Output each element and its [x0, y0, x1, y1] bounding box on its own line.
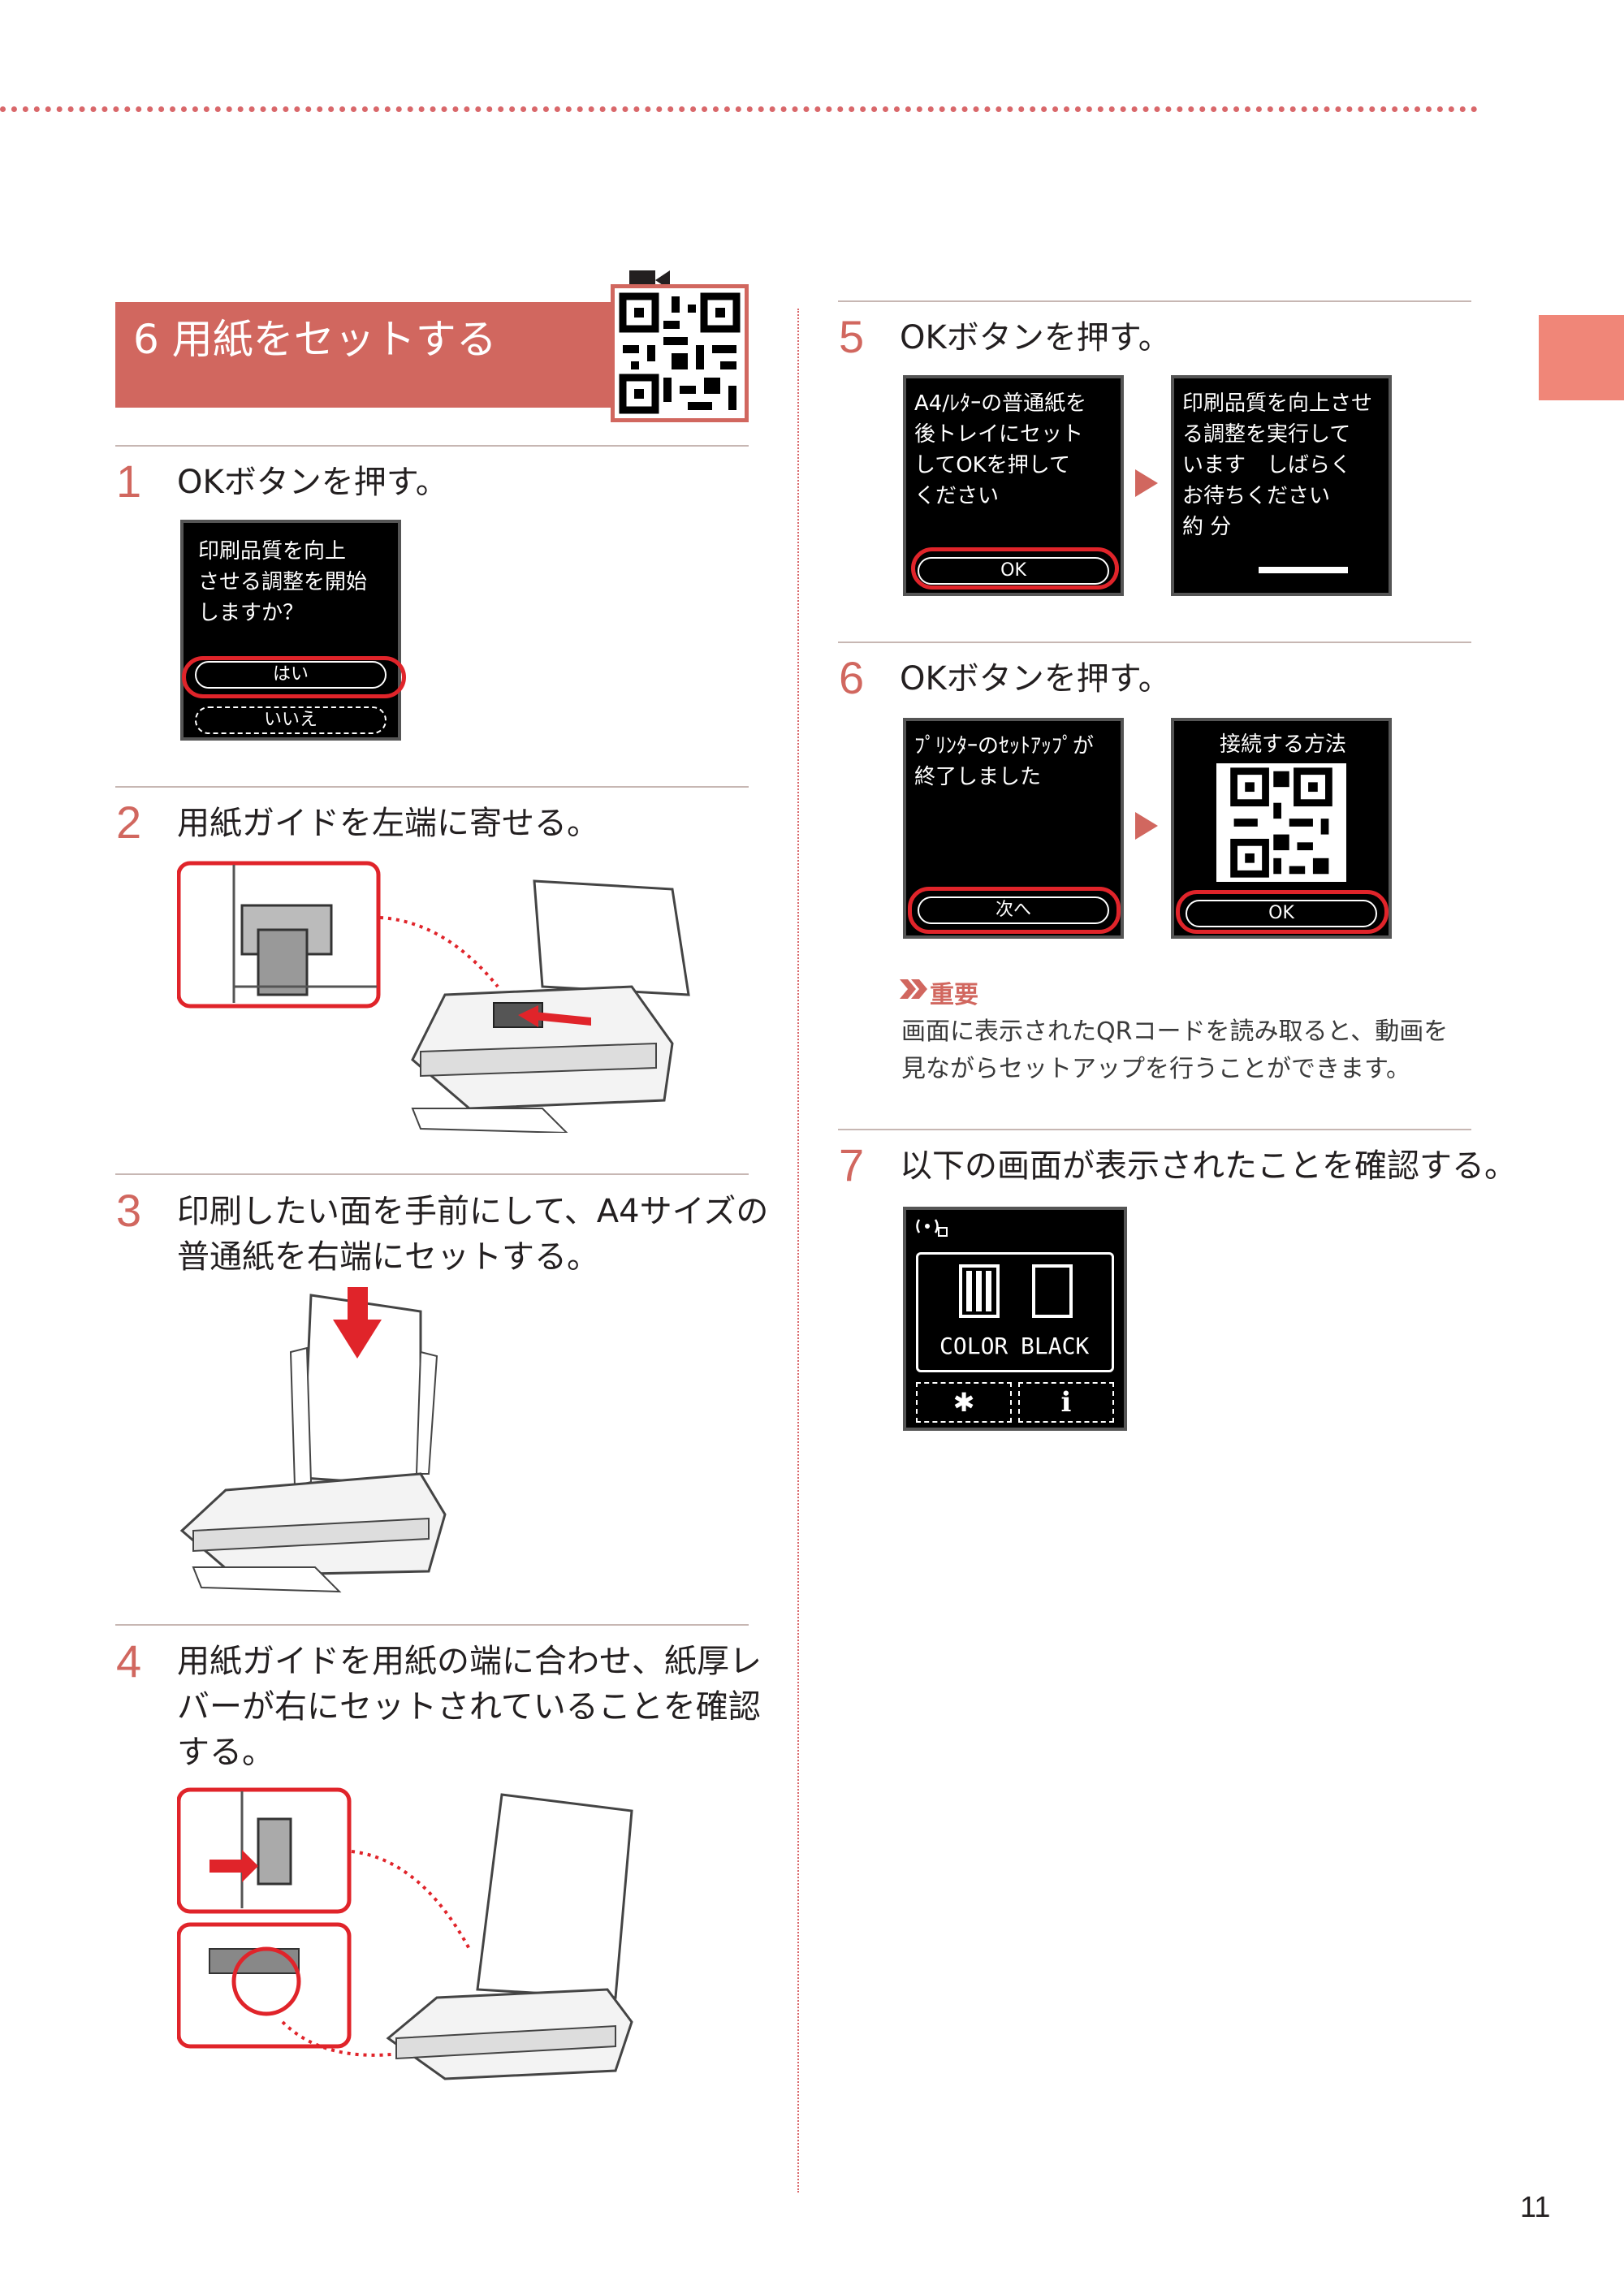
- qr-code-icon: [619, 292, 741, 414]
- step-2-rule: [115, 786, 749, 788]
- step-3-rule: [115, 1173, 749, 1175]
- step-6-rule: [838, 642, 1471, 643]
- lcd-title: 接続する方法: [1220, 732, 1347, 757]
- column-divider: [797, 309, 799, 2192]
- step-2-text: 用紙ガイドを左端に寄せる。: [177, 805, 599, 842]
- black-label: BLACK: [1021, 1333, 1090, 1359]
- step-4-text-line3: する。: [177, 1734, 274, 1771]
- highlight-ring: [908, 887, 1121, 934]
- info-icon: i: [1060, 1386, 1072, 1419]
- no-button[interactable]: いいえ: [195, 706, 387, 734]
- next-arrow-icon: [1135, 812, 1158, 840]
- qr-code-icon: [1230, 767, 1332, 878]
- info-button[interactable]: i: [1018, 1382, 1114, 1423]
- section-title: 6 用紙をセットする: [133, 316, 497, 363]
- step-4-text-line1: 用紙ガイドを用紙の端に合わせ、紙厚レ: [177, 1643, 762, 1680]
- step-4-rule: [115, 1624, 749, 1626]
- step-5-text: OKボタンを押す。: [900, 319, 1171, 356]
- step-6-lcd-screen-2: 接続する方法 OK: [1171, 718, 1392, 939]
- step-7-text: 以下の画面が表示されたことを確認する。: [900, 1147, 1517, 1185]
- color-ink-icon: [959, 1264, 1000, 1318]
- paper-guide-lever-illustration: [177, 1787, 633, 2080]
- highlight-ring: [911, 547, 1119, 590]
- step-4-text-line2: バーが右にセットされていることを確認: [177, 1688, 761, 1726]
- color-label: COLOR: [939, 1333, 1009, 1359]
- lcd-message: 印刷品質を向上させ る調整を実行して います しばらく お待ちください 約 分: [1182, 391, 1373, 539]
- gear-icon: ✱: [952, 1387, 975, 1418]
- step-5-rule: [838, 300, 1471, 302]
- important-chevrons-icon: [900, 979, 927, 999]
- highlight-ring: [1176, 890, 1389, 934]
- step-6-number: 6: [839, 652, 865, 703]
- step-1-text: OKボタンを押す。: [177, 464, 448, 501]
- lcd-message: ﾌﾟﾘﾝﾀｰのｾｯﾄｱｯﾌﾟが 終了しました: [914, 734, 1095, 789]
- step-1-lcd-screen: 印刷品質を向上 させる調整を開始 しますか？ はい いいえ: [180, 520, 401, 741]
- ink-panel[interactable]: COLOR BLACK: [916, 1252, 1114, 1372]
- step-5-number: 5: [839, 311, 865, 362]
- step-5-lcd-screen-2: 印刷品質を向上させ る調整を実行して います しばらく お待ちください 約 分: [1171, 375, 1392, 596]
- step-3-number: 3: [116, 1185, 142, 1236]
- step-1-rule: [115, 445, 749, 447]
- step-4-number: 4: [116, 1635, 142, 1687]
- step-5-lcd-screen-1: A4/ﾚﾀｰの普通紙を 後トレイにセット してOKを押して ください OK: [903, 375, 1124, 596]
- load-paper-illustration: [179, 1287, 447, 1593]
- paper-guide-illustration: [177, 861, 690, 1133]
- step-3-text-line2: 普通紙を右端にセットする。: [177, 1238, 599, 1276]
- step-6-lcd-screen-1: ﾌﾟﾘﾝﾀｰのｾｯﾄｱｯﾌﾟが 終了しました 次へ: [903, 718, 1124, 939]
- next-button[interactable]: 次へ: [918, 896, 1109, 924]
- chapter-tab: [1539, 315, 1624, 400]
- connection-qr-code[interactable]: [1216, 763, 1346, 882]
- important-text: 画面に表示されたQRコードを読み取ると、動画を 見ながらセットアップを行うことが…: [901, 1013, 1470, 1088]
- settings-button[interactable]: ✱: [916, 1382, 1012, 1423]
- page-number: 11: [1520, 2190, 1551, 2223]
- step-7-rule: [838, 1129, 1471, 1130]
- important-text-line2: 見ながらセットアップを行うことができます。: [901, 1055, 1410, 1083]
- lcd-message: 印刷品質を向上 させる調整を開始 しますか？: [198, 539, 368, 625]
- step-6-text: OKボタンを押す。: [900, 660, 1171, 698]
- video-qr-code[interactable]: [611, 284, 749, 422]
- next-arrow-icon: [1135, 469, 1158, 497]
- step-7-lcd-home-screen: COLOR BLACK ✱ i: [903, 1207, 1127, 1431]
- lcd-message: A4/ﾚﾀｰの普通紙を 後トレイにセット してOKを押して ください: [914, 391, 1087, 508]
- top-dotted-rule: [0, 106, 1478, 112]
- step-7-number: 7: [839, 1139, 865, 1190]
- step-2-number: 2: [116, 797, 142, 848]
- important-label: 重要: [930, 981, 978, 1009]
- highlight-ring: [182, 656, 406, 698]
- black-ink-icon: [1032, 1264, 1073, 1318]
- step-3-text-line1: 印刷したい面を手前にして、A4サイズの: [177, 1193, 769, 1230]
- wireless-icon: [916, 1219, 948, 1237]
- step-1-number: 1: [116, 456, 142, 507]
- progress-bar: [1259, 567, 1348, 573]
- yes-button[interactable]: はい: [195, 661, 387, 689]
- important-text-line1: 画面に表示されたQRコードを読み取ると、動画を: [901, 1017, 1449, 1046]
